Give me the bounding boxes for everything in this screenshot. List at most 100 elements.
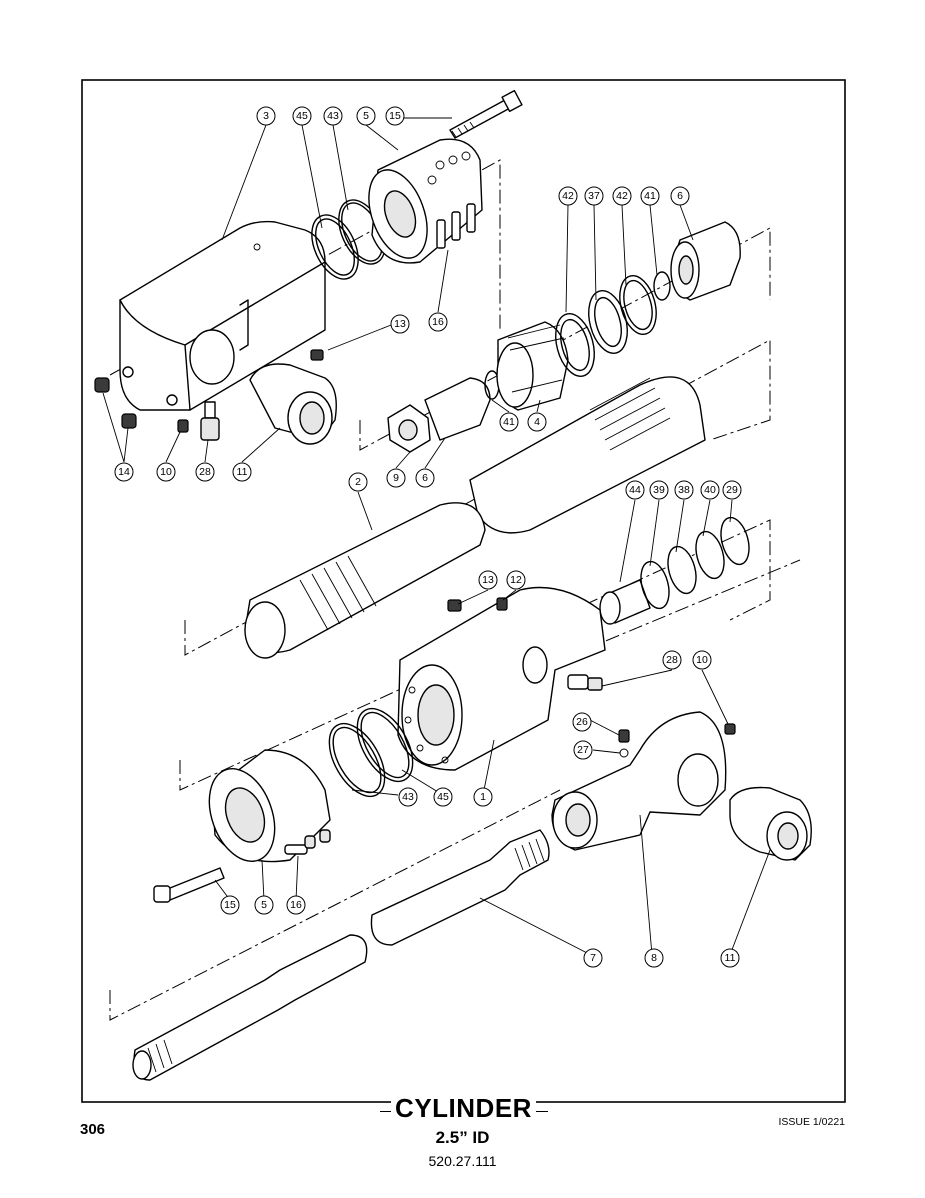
callout-15-bottom: 15 [220,895,240,915]
title-block: CYLINDER [82,1093,845,1133]
part-10-fitting-mid [724,723,736,735]
svg-text:13: 13 [394,318,406,330]
svg-text:11: 11 [725,952,736,964]
svg-text:28: 28 [666,654,678,666]
part-37-seal [588,290,628,354]
callout-15-top: 15 [385,106,405,126]
part-28-valve-top [200,401,220,441]
part-2-barrel-upper [469,376,706,534]
part-5-end-cap-bottom [208,749,331,863]
svg-text:8: 8 [651,952,657,964]
callout-1: 1 [473,787,493,807]
issue-label: ISSUE 1/0221 [778,1116,845,1128]
part-8-rod-eye [551,711,727,851]
svg-text:11: 11 [237,466,248,478]
svg-text:28: 28 [199,466,211,478]
part-2-barrel-lower [244,502,486,659]
part-number: 520.27.111 [428,1153,497,1169]
part-16-set-screws-top [436,203,476,249]
svg-text:38: 38 [678,484,690,496]
part-43-o-ring-bottom [328,722,386,798]
part-6-gland-top [670,221,741,301]
callout-28-a: 28 [195,462,215,482]
callout-37: 37 [584,186,604,206]
svg-text:5: 5 [261,899,267,911]
part-11-bushing-top [249,363,337,445]
callout-7: 7 [583,948,603,968]
svg-text:43: 43 [402,791,414,803]
part-15-bolt-bottom [153,867,225,903]
svg-text:27: 27 [577,744,589,756]
callout-13-b: 13 [478,570,498,590]
part-44-bushing [599,579,651,625]
part-29-ring [720,516,750,566]
part-7-piston-rod-lower [132,934,368,1081]
part-26-fitting [618,729,630,743]
svg-text:5: 5 [363,110,369,122]
svg-text:16: 16 [432,316,444,328]
callout-29: 29 [722,480,742,500]
svg-text:42: 42 [562,190,574,202]
callout-39: 39 [649,480,669,500]
part-15-bolt-top [449,89,523,139]
svg-text:9: 9 [393,472,399,484]
callout-3: 3 [256,106,276,126]
svg-text:39: 39 [653,484,665,496]
callout-41-a: 41 [640,186,660,206]
part-42-seal-b [619,274,657,336]
part-6-wear-bushing [424,377,491,441]
svg-text:1: 1 [480,791,486,803]
svg-text:4: 4 [534,416,540,428]
svg-text:12: 12 [510,574,522,586]
callout-14: 14 [114,462,134,482]
page-subtitle: 2.5” ID [435,1128,490,1147]
title-rule-right [528,1111,548,1112]
part-41-seal-ring [653,271,671,301]
callout-6-a: 6 [670,186,690,206]
callout-6-b: 6 [415,468,435,488]
svg-text:43: 43 [327,110,339,122]
part-42-seal-a [555,313,595,377]
svg-text:10: 10 [160,466,172,478]
callout-45-top: 45 [292,106,312,126]
part-40-seal [695,530,725,580]
svg-text:41: 41 [644,190,656,202]
part-10-fitting-top [177,419,189,433]
callout-42-a: 42 [558,186,578,206]
callout-27: 27 [573,740,593,760]
svg-text:42: 42 [616,190,628,202]
svg-text:41: 41 [503,416,515,428]
title-rule-left [380,1111,400,1112]
callout-12: 12 [506,570,526,590]
svg-text:15: 15 [224,899,236,911]
callout-10-a: 10 [156,462,176,482]
part-12-fitting [496,597,508,611]
callout-10-b: 10 [692,650,712,670]
part-4-piston [496,321,569,411]
part-27-ball [619,748,629,758]
svg-text:45: 45 [437,791,449,803]
part-13-plug-top [310,349,324,361]
part-38-seal [667,545,697,595]
callout-42-b: 42 [612,186,632,206]
part-7-piston-rod-upper [370,829,550,946]
callout-16-a: 16 [428,312,448,332]
callout-11-a: 11 [232,462,252,482]
callout-11-bottom: 11 [720,948,740,968]
callout-45-bottom: 45 [433,787,453,807]
callout-9: 9 [386,468,406,488]
callout-38: 38 [674,480,694,500]
svg-text:26: 26 [576,716,588,728]
svg-text:2: 2 [355,476,361,488]
svg-text:6: 6 [677,190,683,202]
svg-text:45: 45 [296,110,308,122]
part-5-end-cap-top [368,138,483,264]
part-13-plug-mid [447,599,462,612]
svg-text:40: 40 [704,484,716,496]
part-9-nut [387,404,431,453]
callout-43-bottom: 43 [398,787,418,807]
page-number: 306 [80,1121,106,1138]
callout-8: 8 [644,948,664,968]
svg-text:7: 7 [590,952,596,964]
